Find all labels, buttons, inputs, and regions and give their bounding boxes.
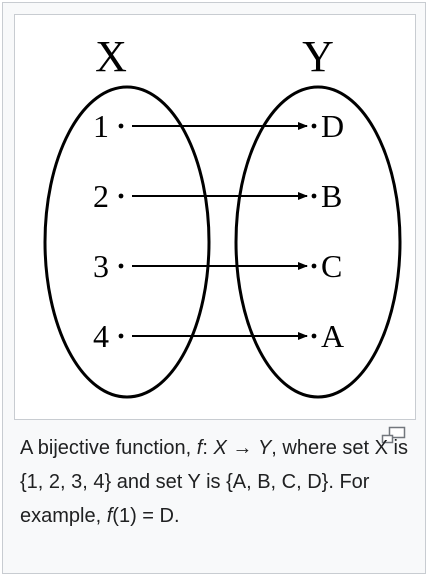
domain-variable: X (213, 437, 227, 459)
codomain-element: B (321, 178, 342, 214)
figure-caption: A bijective function, f: X → Y, where se… (20, 431, 412, 533)
domain-element: 4 (93, 318, 109, 354)
domain-element: 3 (93, 248, 109, 284)
caption-text: A bijective function, (20, 437, 197, 459)
codomain-element: D (321, 108, 344, 144)
figure-thumbnail: X Y 1 D 2 B 3 C 4 (2, 2, 426, 574)
function-symbol: f (106, 505, 113, 527)
domain-point (118, 193, 124, 199)
codomain-point (311, 263, 317, 269)
domain-element: 2 (93, 178, 109, 214)
codomain-point (311, 123, 317, 129)
set-x-label: X (95, 32, 127, 81)
magnify-icon[interactable] (381, 426, 407, 448)
codomain-element: C (321, 248, 342, 284)
caption-text: , where set X is {1, 2, 3, 4} and set Y … (20, 437, 408, 527)
set-x-ellipse (43, 85, 211, 399)
set-y-label: Y (302, 32, 334, 81)
domain-element: 1 (93, 108, 109, 144)
function-symbol: f (196, 437, 203, 459)
codomain-point (311, 193, 317, 199)
bijection-diagram: X Y 1 D 2 B 3 C 4 (43, 32, 402, 399)
domain-point (118, 333, 124, 339)
caption-text: (1) = D. (112, 505, 180, 527)
codomain-point (311, 333, 317, 339)
domain-point (118, 263, 124, 269)
caption-arrow: → (226, 437, 258, 459)
domain-point (118, 123, 124, 129)
codomain-variable: Y (257, 437, 272, 459)
codomain-element: A (321, 318, 344, 354)
caption-colon: : (202, 437, 214, 459)
bijection-diagram-image[interactable]: X Y 1 D 2 B 3 C 4 (14, 14, 416, 420)
set-y-ellipse (234, 85, 402, 399)
